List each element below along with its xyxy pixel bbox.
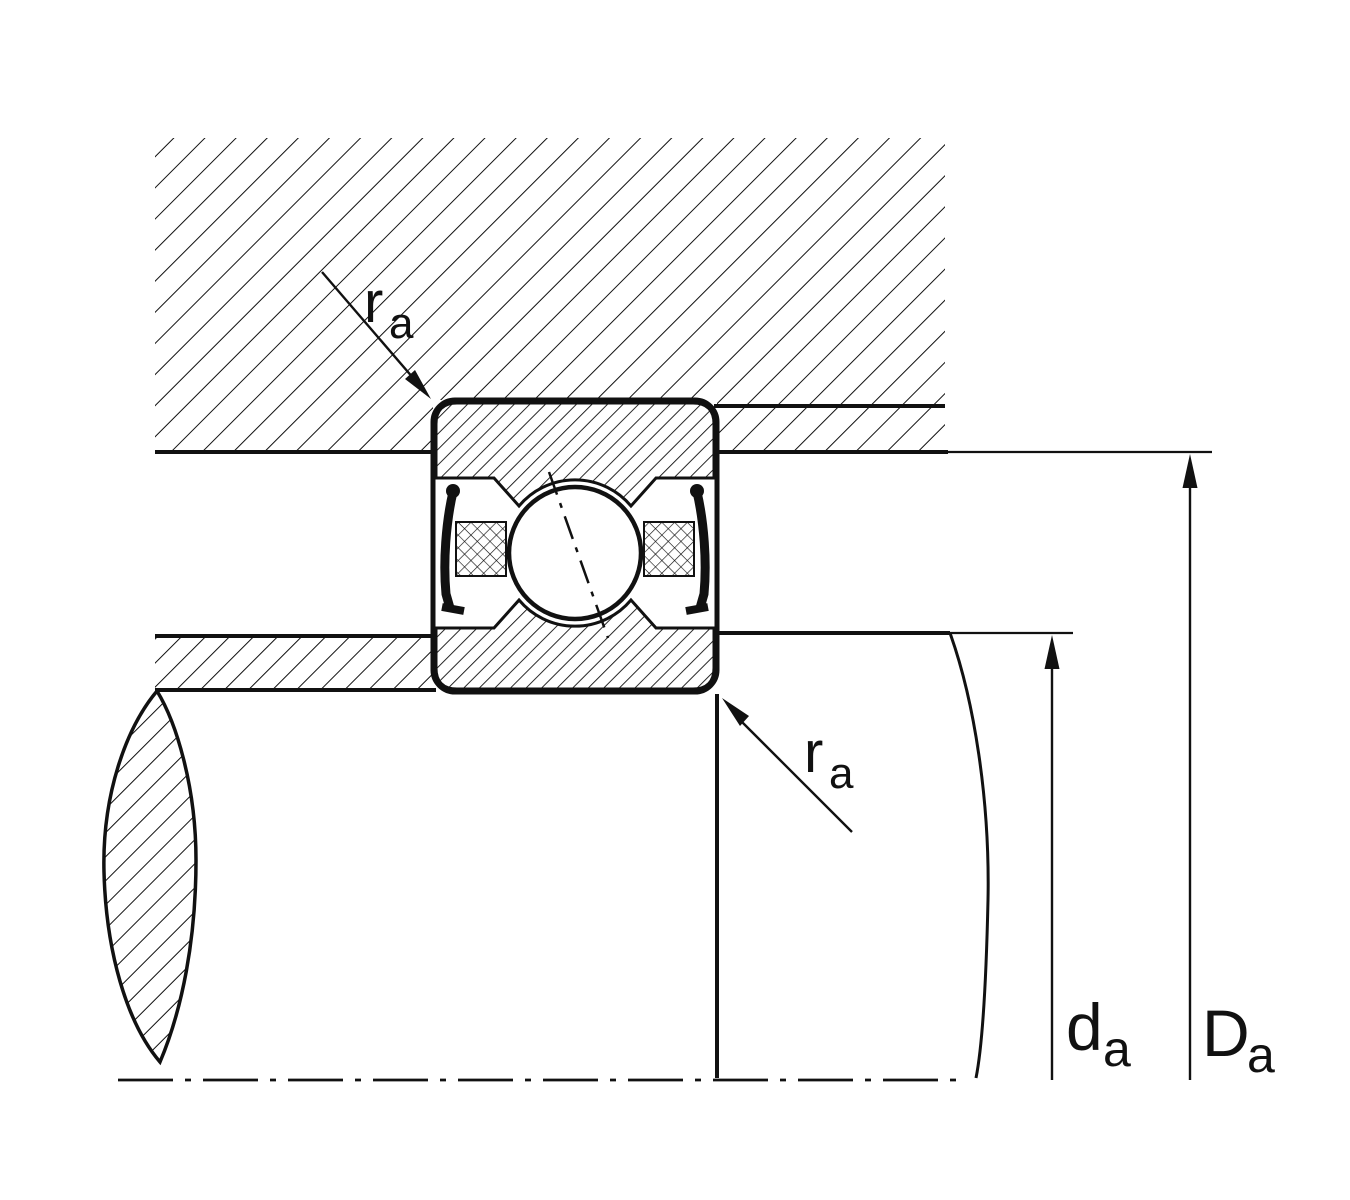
ra-leader-top: [321, 271, 415, 380]
label-Da-main: D: [1202, 996, 1250, 1070]
label-da-sub: a: [1103, 1021, 1131, 1077]
Da-arrowhead: [1182, 454, 1198, 488]
ra-leader-bottom: [739, 719, 853, 833]
label-Da: D a: [1202, 996, 1275, 1083]
label-ra-bottom: r a: [804, 720, 854, 798]
seal-left-foot: [441, 603, 465, 615]
ra-arrowhead-top: [405, 370, 431, 399]
label-ra-top-main: r: [364, 270, 383, 335]
housing-hatch-area: [155, 138, 945, 452]
shaft-section: [102, 631, 990, 1082]
seal-left: [440, 484, 465, 615]
label-da: d a: [1066, 990, 1131, 1077]
seal-right-anchor-bead: [690, 484, 704, 498]
shaft-shoulder-hatch-left: [155, 636, 433, 690]
inner-ring-section: [434, 597, 716, 691]
label-ra-bottom-main: r: [804, 720, 823, 785]
ra-arrowhead-bottom: [722, 698, 749, 726]
bearing-assembly: [430, 397, 720, 695]
dimension-labels: r a r a d a D a: [364, 270, 1275, 1083]
housing-section: [155, 138, 948, 454]
da-arrowhead: [1044, 635, 1060, 669]
ball: [506, 484, 644, 622]
label-Da-sub: a: [1247, 1027, 1275, 1083]
shaft-broken-out-section: [102, 688, 198, 1066]
label-ra-top-sub: a: [389, 299, 414, 348]
cage-section-right: [643, 521, 695, 577]
dimension-annotations: [321, 271, 1212, 1080]
cage-section-left: [455, 521, 507, 577]
seal-right: [685, 484, 710, 615]
seal-right-foot: [685, 603, 709, 615]
outer-ring-section: [434, 401, 716, 509]
label-ra-bottom-sub: a: [829, 749, 854, 798]
seal-right-lip: [692, 490, 710, 610]
label-da-main: d: [1066, 990, 1103, 1064]
shaft-break-curve-right: [948, 632, 990, 1079]
seal-left-lip: [440, 490, 458, 610]
contact-angle-centerline: [547, 471, 610, 639]
seal-left-anchor-bead: [446, 484, 460, 498]
label-ra-top: r a: [364, 270, 414, 348]
